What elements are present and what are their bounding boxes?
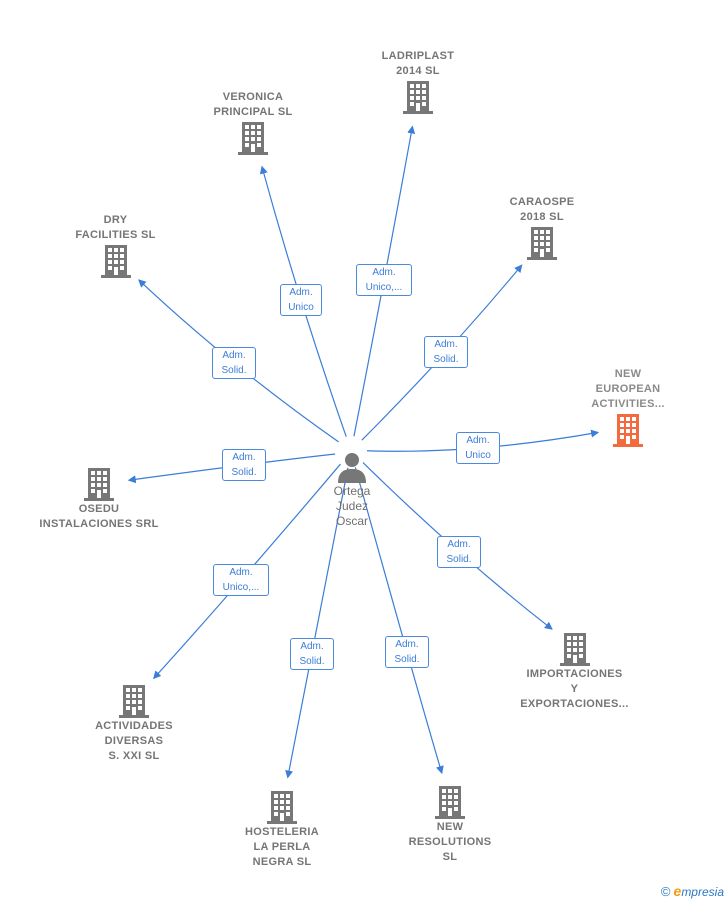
company-node-new-resolutions[interactable]: NEW RESOLUTIONS SL bbox=[400, 784, 500, 865]
role-badge-line: Adm. bbox=[395, 639, 419, 650]
company-label-line: NEGRA SL bbox=[252, 856, 312, 868]
company-label-line: DRY bbox=[103, 214, 128, 226]
company-label: IMPORTACIONES Y EXPORTACIONES... bbox=[520, 667, 629, 712]
building-icon bbox=[526, 225, 558, 261]
person-name: Ortega Judez Oscar bbox=[334, 484, 371, 529]
building-icon bbox=[83, 466, 115, 502]
company-label-line: LA PERLA bbox=[253, 841, 311, 853]
role-badge-line: Adm. bbox=[434, 339, 458, 350]
company-label-line: EXPORTACIONES... bbox=[520, 698, 629, 710]
building-icon bbox=[402, 79, 434, 115]
role-badge-line: Adm. bbox=[229, 567, 253, 578]
company-label-line: FACILITIES SL bbox=[75, 229, 156, 241]
company-label: VERONICA PRINCIPAL SL bbox=[214, 90, 293, 120]
company-label-line: SL bbox=[442, 851, 458, 863]
company-label-line: RESOLUTIONS bbox=[408, 836, 492, 848]
company-label-line: NEW bbox=[614, 368, 642, 380]
building-icon bbox=[266, 789, 298, 825]
company-label: DRY FACILITIES SL bbox=[75, 213, 155, 243]
role-badge[interactable]: Adm. Unico bbox=[280, 284, 322, 316]
role-badge-line: Adm. bbox=[222, 350, 246, 361]
role-badge-line: Adm. bbox=[300, 641, 324, 652]
company-label-line: ACTIVIDADES bbox=[95, 720, 173, 732]
role-badge-line: Adm. bbox=[466, 435, 490, 446]
role-badge[interactable]: Adm. Unico,... bbox=[356, 264, 412, 296]
company-node-new-european[interactable]: NEW EUROPEAN ACTIVITIES... bbox=[578, 367, 678, 448]
building-icon-highlighted bbox=[612, 412, 644, 448]
company-label-line: CARAOSPE bbox=[509, 196, 575, 208]
company-label-line: EUROPEAN bbox=[595, 383, 661, 395]
building-icon bbox=[237, 120, 269, 156]
building-icon bbox=[118, 683, 150, 719]
company-node-veronica[interactable]: VERONICA PRINCIPAL SL bbox=[198, 90, 308, 156]
company-label-line: IMPORTACIONES bbox=[526, 668, 623, 680]
role-badge[interactable]: Adm. Solid. bbox=[385, 636, 429, 668]
role-badge[interactable]: Adm. Unico bbox=[456, 432, 500, 464]
role-badge[interactable]: Adm. Solid. bbox=[212, 347, 256, 379]
person-name-line: Oscar bbox=[335, 514, 368, 528]
role-badge-line: Solid. bbox=[446, 554, 472, 565]
role-badge-line: Solid. bbox=[299, 656, 325, 667]
company-node-actividades[interactable]: ACTIVIDADES DIVERSAS S. XXI SL bbox=[80, 683, 188, 764]
role-badge[interactable]: Adm. Unico,... bbox=[213, 564, 269, 596]
person-icon bbox=[338, 453, 366, 483]
building-icon bbox=[434, 784, 466, 820]
company-label: NEW RESOLUTIONS SL bbox=[409, 820, 492, 865]
role-badge-line: Adm. bbox=[372, 267, 396, 278]
company-label-line: Y bbox=[570, 683, 579, 695]
company-label-line: 2014 SL bbox=[396, 65, 440, 77]
role-badge-line: Unico bbox=[465, 450, 491, 461]
role-badge-line: Unico,... bbox=[222, 582, 260, 593]
role-badge[interactable]: Adm. Solid. bbox=[222, 449, 266, 481]
company-label-line: HOSTELERIA bbox=[245, 826, 319, 838]
company-label-line: NEW bbox=[436, 821, 464, 833]
role-badge-line: Unico,... bbox=[365, 282, 403, 293]
company-label: HOSTELERIA LA PERLA NEGRA SL bbox=[245, 825, 319, 870]
company-label-line: OSEDU bbox=[78, 503, 120, 515]
person-node[interactable]: Ortega Judez Oscar bbox=[322, 450, 382, 529]
brand-initial: e bbox=[673, 883, 682, 899]
building-icon bbox=[559, 631, 591, 667]
person-name-line: Judez bbox=[335, 499, 369, 513]
company-label-line: ACTIVITIES... bbox=[591, 398, 665, 410]
role-badge[interactable]: Adm. Solid. bbox=[290, 638, 334, 670]
role-badge-line: Adm. bbox=[447, 539, 471, 550]
role-badge-line: Solid. bbox=[394, 654, 420, 665]
person-name-line: Ortega bbox=[333, 484, 371, 498]
role-badge-line: Adm. bbox=[289, 287, 313, 298]
role-badge[interactable]: Adm. Solid. bbox=[424, 336, 468, 368]
company-label-line: VERONICA bbox=[222, 91, 284, 103]
company-node-dry[interactable]: DRY FACILITIES SL bbox=[58, 213, 173, 279]
company-label-line: 2018 SL bbox=[520, 211, 564, 223]
company-node-osedu[interactable]: OSEDU INSTALACIONES SRL bbox=[30, 466, 168, 532]
role-badge-line: Solid. bbox=[231, 467, 257, 478]
company-label: OSEDU INSTALACIONES SRL bbox=[39, 502, 158, 532]
building-icon bbox=[100, 243, 132, 279]
company-node-importaciones[interactable]: IMPORTACIONES Y EXPORTACIONES... bbox=[512, 631, 637, 712]
company-node-caraospe[interactable]: CARAOSPE 2018 SL bbox=[492, 195, 592, 261]
company-label-line: PRINCIPAL SL bbox=[213, 106, 293, 118]
company-label-line: DIVERSAS bbox=[104, 735, 164, 747]
role-badge-line: Solid. bbox=[433, 354, 459, 365]
brand-name: mpresia bbox=[681, 885, 724, 899]
company-label: LADRIPLAST 2014 SL bbox=[382, 49, 455, 79]
role-badge-line: Adm. bbox=[232, 452, 256, 463]
company-label-line: INSTALACIONES SRL bbox=[39, 518, 159, 530]
company-label-line: S. XXI SL bbox=[108, 750, 160, 762]
role-badge[interactable]: Adm. Solid. bbox=[437, 536, 481, 568]
brand-watermark: ©empresia bbox=[661, 883, 724, 899]
role-badge-line: Unico bbox=[288, 302, 314, 313]
company-label-line: LADRIPLAST bbox=[381, 50, 455, 62]
company-label: ACTIVIDADES DIVERSAS S. XXI SL bbox=[95, 719, 173, 764]
company-node-ladriplast[interactable]: LADRIPLAST 2014 SL bbox=[368, 49, 468, 115]
company-label: CARAOSPE 2018 SL bbox=[510, 195, 575, 225]
company-node-hosteleria[interactable]: HOSTELERIA LA PERLA NEGRA SL bbox=[232, 789, 332, 870]
role-badge-line: Solid. bbox=[221, 365, 247, 376]
company-label: NEW EUROPEAN ACTIVITIES... bbox=[591, 367, 665, 412]
copyright-icon: © bbox=[660, 884, 671, 899]
